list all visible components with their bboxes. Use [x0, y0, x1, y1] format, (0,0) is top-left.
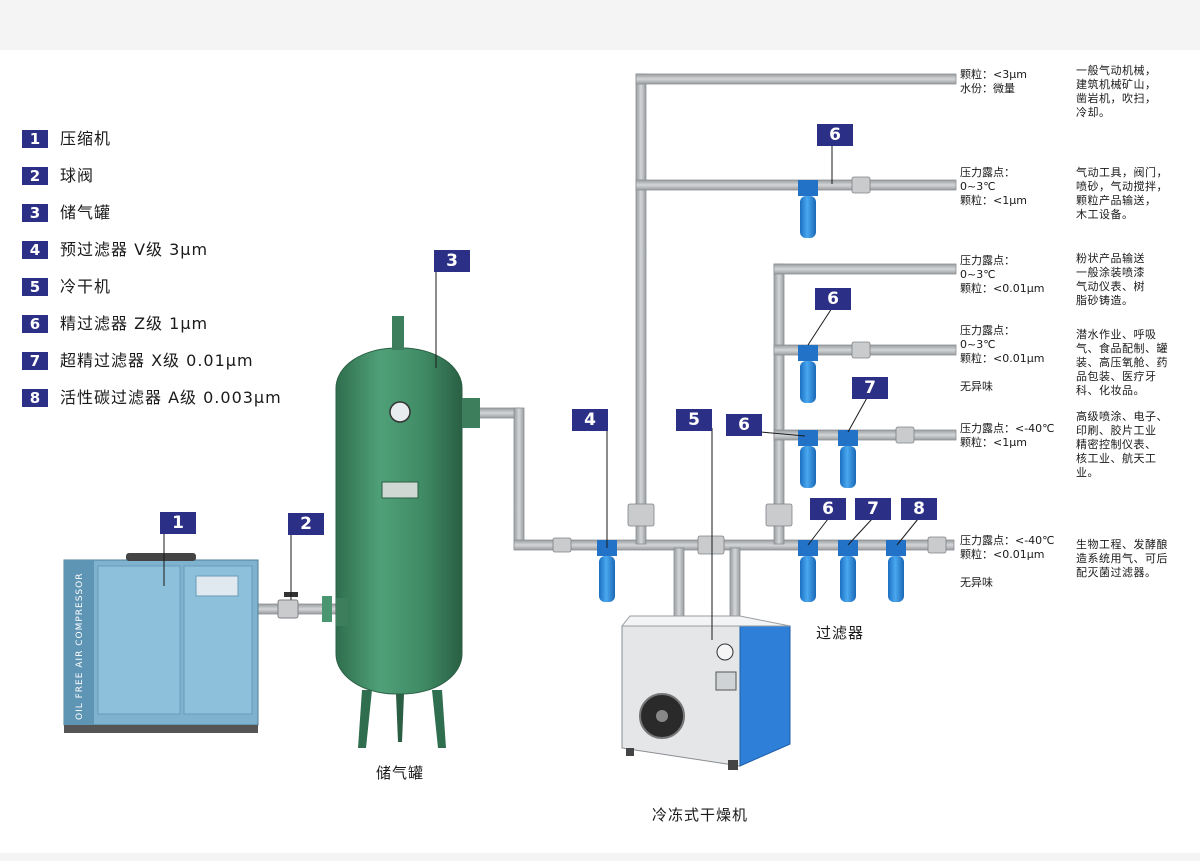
marker-row4-fine-filter: 6 [726, 414, 762, 436]
outlet-valve [851, 341, 871, 359]
legend-number: 4 [22, 241, 48, 259]
fine-filter-unit [798, 430, 818, 488]
marker-row2-filter: 6 [817, 124, 853, 146]
marker-valve: 2 [288, 513, 324, 535]
ultra-filter-unit [838, 540, 858, 602]
marker-row5-carbon-filter: 8 [901, 498, 937, 520]
outlet-spec: 压力露点：<-40℃ 颗粒：<0.01μm 无异味 [960, 534, 1055, 589]
pipe-fitting [627, 503, 655, 527]
vertical-pipe-left [635, 73, 647, 545]
compressor-side-text: OIL FREE AIR COMPRESSOR [75, 573, 85, 720]
valves [552, 176, 947, 555]
bottom-band [0, 853, 1200, 861]
vertical-pipe-right [773, 263, 785, 545]
filters [597, 180, 906, 602]
marker-row5-ultra-filter: 7 [855, 498, 891, 520]
marker-prefilter: 4 [572, 409, 608, 431]
legend-label: 超精过滤器 X级 0.01μm [60, 351, 254, 370]
outlet-spec: 颗粒：<3μm 水份：微量 [960, 68, 1027, 95]
pipe-fitting [697, 535, 725, 555]
dryer-inlet-pipe [673, 547, 685, 627]
legend-number: 8 [22, 389, 48, 407]
legend-number: 5 [22, 278, 48, 296]
outlet-valve [927, 536, 947, 554]
legend-label: 球阀 [60, 166, 95, 185]
air-compressor: OIL FREE AIR COMPRESSOR [63, 553, 259, 733]
fine-filter-unit [798, 345, 818, 403]
header-valve [552, 537, 572, 553]
legend-number: 1 [22, 130, 48, 148]
legend-label: 冷干机 [60, 277, 112, 296]
top-band [0, 0, 1200, 50]
outlet-spec: 压力露点：<-40℃ 颗粒：<1μm [960, 422, 1055, 449]
outlet-valve [895, 426, 915, 444]
dryer-outlet-pipe [729, 547, 741, 627]
filters-caption: 过滤器 [816, 624, 865, 642]
riser-pipe [513, 407, 525, 549]
carbon-filter-unit [886, 540, 906, 602]
fine-filter-unit [798, 180, 818, 238]
dryer-caption: 冷冻式干燥机 [652, 806, 749, 824]
refrigerated-dryer [620, 615, 791, 770]
outlet-use: 气动工具，阀门， 喷砂，气动搅拌， 颗粒产品输送， 木工设备。 [1076, 166, 1168, 221]
marker-row4-ultra-filter: 7 [852, 377, 888, 399]
second-outlet-pipe [635, 179, 957, 191]
legend-number: 6 [22, 315, 48, 333]
outlet-spec: 压力露点： 0~3℃ 颗粒：<0.01μm 无异味 [960, 324, 1045, 393]
outlet-use: 生物工程、发酵酿 造系统用气、可后 配灭菌过滤器。 [1076, 538, 1168, 579]
legend-number: 7 [22, 352, 48, 370]
marker-row3-filter: 6 [815, 288, 851, 310]
outlet-spec: 压力露点： 0~3℃ 颗粒：<1μm [960, 166, 1027, 207]
legend-number: 3 [22, 204, 48, 222]
marker-compressor: 1 [160, 512, 196, 534]
top-outlet-pipe [635, 73, 957, 85]
legend-label: 压缩机 [60, 129, 112, 148]
third-outlet-pipe [773, 263, 957, 275]
outlet-spec: 压力露点： 0~3℃ 颗粒：<0.01μm [960, 254, 1045, 295]
fine-filter-unit [798, 540, 818, 602]
legend-label: 预过滤器 V级 3μm [60, 240, 209, 259]
ultra-filter-unit [838, 430, 858, 488]
outlet-use: 潜水作业、呼吸 气、食品配制、罐 装、高压氧舱、药 品包装、医疗牙 科、化妆品。 [1076, 328, 1168, 397]
marker-dryer: 5 [676, 409, 712, 431]
outlet-use: 一般气动机械， 建筑机械矿山， 凿岩机，吹扫， 冷却。 [1076, 64, 1157, 119]
legend-number: 2 [22, 167, 48, 185]
air-tank [335, 316, 480, 748]
fifth-outlet-pipe [773, 429, 957, 441]
outlet-use: 高级喷涂、电子、 印刷、胶片工业 精密控制仪表、 核工业、航天工 业。 [1076, 410, 1168, 479]
prefilter-unit [597, 540, 617, 602]
tank-caption: 储气罐 [376, 764, 425, 782]
legend-label: 精过滤器 Z级 1μm [60, 314, 209, 333]
outlet-valve [851, 176, 871, 194]
outlet-use: 粉状产品输送 一般涂装喷漆 气动仪表、树 脂砂铸造。 [1076, 252, 1145, 307]
legend-label: 活性碳过滤器 A级 0.003μm [60, 388, 282, 407]
marker-row5-fine-filter: 6 [810, 498, 846, 520]
callout-lines [163, 144, 919, 640]
pipe-fitting [765, 503, 793, 527]
marker-tank: 3 [434, 250, 470, 272]
legend-label: 储气罐 [60, 203, 112, 222]
